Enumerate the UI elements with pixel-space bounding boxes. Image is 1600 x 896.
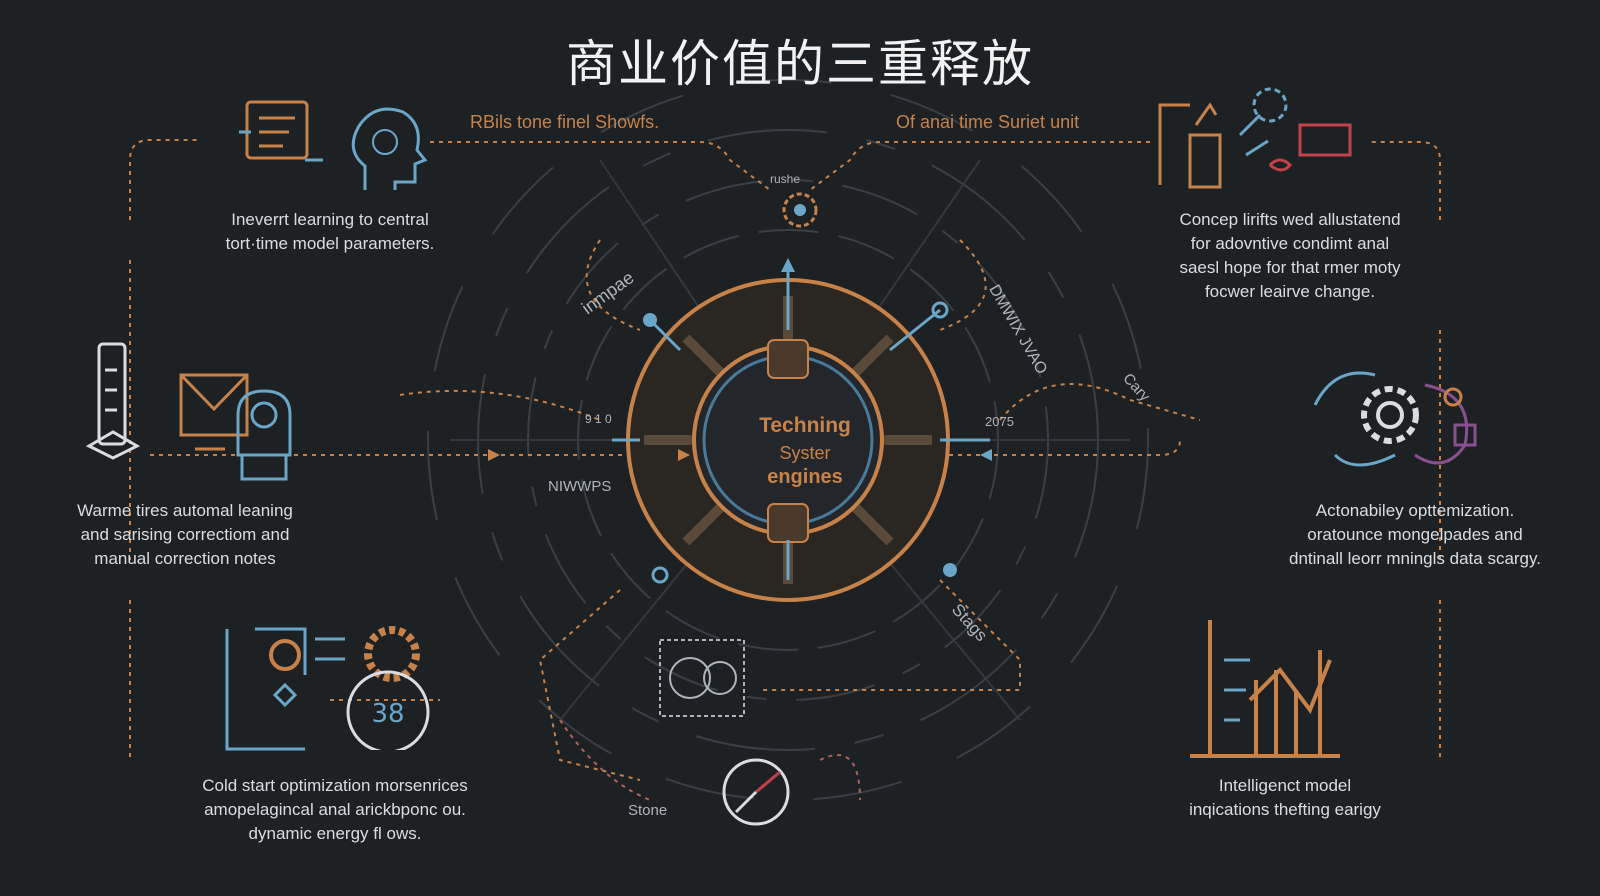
caption-mid-right: Actonabiley opttemization. oratounce mon… xyxy=(1250,499,1580,571)
compass-icon xyxy=(722,758,790,826)
caption-mid-left: Warme tires automal leaning and sarising… xyxy=(40,499,330,571)
building-chart-icon xyxy=(1158,87,1352,189)
caption-line: Cold start optimization morsenrices xyxy=(202,776,468,795)
caption-line: inqications thefting earigy xyxy=(1189,800,1381,819)
caption-line: and sarising correctiom and xyxy=(80,525,290,544)
caption-line: Warme tires automal leaning xyxy=(77,501,293,520)
caption-top-left: Ineverrt learning to central tort·time m… xyxy=(200,208,460,256)
top-right-label: Of anai time Suriet unit xyxy=(896,112,1080,132)
top-left-label: RBils tone finel Showfs. xyxy=(470,112,660,132)
circuit-board-icon xyxy=(659,639,745,717)
hub-title-line3: engines xyxy=(767,466,843,488)
caption-line: amopelagincal anal arickbponc ou. xyxy=(204,800,466,819)
caption-line: Concep lirifts wed allustatend xyxy=(1179,210,1401,229)
caption-line: focwer leairve change. xyxy=(1204,282,1376,301)
label-nimwps: NIWWPS xyxy=(548,478,612,495)
caption-top-right: Concep lirifts wed allustatend for adovn… xyxy=(1130,208,1450,304)
caption-line: dntinall leorr mningls data scargy. xyxy=(1289,549,1541,568)
label-num-left: 9 1 0 xyxy=(585,412,612,426)
gear-network-icon xyxy=(1313,371,1477,467)
flowchart-icon xyxy=(225,627,345,751)
caption-line: Actonabiley opttemization. xyxy=(1315,501,1515,520)
caption-line: for adovntive condimt anal xyxy=(1190,234,1390,253)
robot-icon xyxy=(236,389,292,481)
label-rushe: rushe xyxy=(770,172,801,186)
thermometer-icon xyxy=(85,342,141,460)
page-title: 商业价值的三重释放 xyxy=(566,35,1034,93)
bar-chart-icon xyxy=(1190,620,1340,758)
caption-bottom-right: Intelligenct model inqications thefting … xyxy=(1160,774,1410,822)
document-icon xyxy=(239,100,323,162)
caption-line: saesl hope for that rmer moty xyxy=(1179,258,1401,277)
svg-text:38: 38 xyxy=(371,699,404,729)
caption-line: Ineverrt learning to central xyxy=(231,210,429,229)
label-stone: Stone xyxy=(628,802,668,819)
label-num-right: 2075 xyxy=(985,414,1014,429)
hub-title-line1: Techning xyxy=(759,414,851,437)
caption-line: tort·time model parameters. xyxy=(225,234,435,253)
globe-gear-icon: 38 xyxy=(346,626,430,750)
mail-icon xyxy=(179,373,249,451)
head-profile-icon xyxy=(351,107,428,190)
hub-title-line2: Syster xyxy=(779,443,831,463)
caption-line: oratounce mongelpades and xyxy=(1307,525,1523,544)
caption-line: manual correction notes xyxy=(94,549,276,568)
caption-line: dynamic energy fl ows. xyxy=(248,824,422,843)
caption-bottom-left: Cold start optimization morsenrices amop… xyxy=(170,774,500,846)
caption-line: Intelligenct model xyxy=(1218,776,1352,795)
